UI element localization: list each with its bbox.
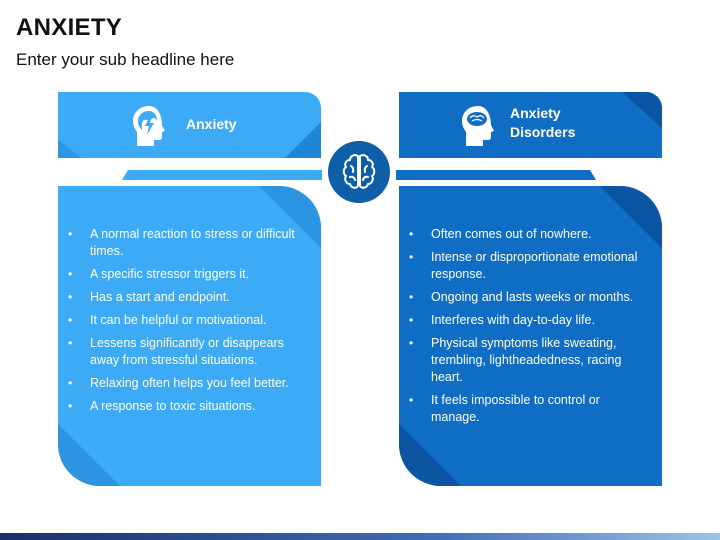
header-line-2: Disorders bbox=[510, 124, 576, 140]
list-item: A specific stressor triggers it. bbox=[68, 266, 308, 283]
list-item: A response to toxic situations. bbox=[68, 398, 308, 415]
card-corner-decoration bbox=[58, 424, 120, 486]
list-item: Intense or disproportionate emotional re… bbox=[409, 249, 649, 283]
brain-badge-inner bbox=[328, 141, 390, 203]
brain-icon bbox=[342, 154, 376, 189]
list-item: Lessens significantly or disappears away… bbox=[68, 335, 308, 369]
anxiety-list: A normal reaction to stress or difficult… bbox=[68, 226, 308, 421]
header-line-1: Anxiety bbox=[510, 105, 561, 121]
brain-badge bbox=[323, 136, 395, 208]
header-corner-decoration bbox=[285, 122, 321, 158]
list-item: It feels impossible to control or manage… bbox=[409, 392, 649, 426]
list-item: Often comes out of nowhere. bbox=[409, 226, 649, 243]
left-connector-bar bbox=[122, 170, 322, 180]
header-corner-decoration bbox=[622, 92, 662, 128]
right-connector-bar bbox=[396, 170, 596, 180]
anxiety-header: Anxiety bbox=[58, 92, 321, 158]
anxiety-card: A normal reaction to stress or difficult… bbox=[58, 186, 321, 486]
anxiety-disorders-header-label: Anxiety Disorders bbox=[510, 104, 575, 142]
card-corner-decoration bbox=[399, 424, 461, 486]
head-lightning-icon bbox=[133, 106, 165, 146]
head-brain-icon bbox=[462, 106, 494, 146]
footer-gradient-bar bbox=[0, 533, 720, 540]
list-item: Interferes with day-to-day life. bbox=[409, 312, 649, 329]
list-item: A normal reaction to stress or difficult… bbox=[68, 226, 308, 260]
list-item: Ongoing and lasts weeks or months. bbox=[409, 289, 649, 306]
list-item: Has a start and endpoint. bbox=[68, 289, 308, 306]
list-item: Relaxing often helps you feel better. bbox=[68, 375, 308, 392]
anxiety-header-label: Anxiety bbox=[186, 116, 237, 132]
anxiety-disorders-list: Often comes out of nowhere. Intense or d… bbox=[409, 226, 649, 432]
slide-title: ANXIETY bbox=[16, 14, 123, 41]
anxiety-disorders-card: Often comes out of nowhere. Intense or d… bbox=[399, 186, 662, 486]
header-corner-decoration bbox=[58, 140, 82, 158]
list-item: Physical symptoms like sweating, trembli… bbox=[409, 335, 649, 386]
anxiety-disorders-header: Anxiety Disorders bbox=[399, 92, 662, 158]
slide-subtitle: Enter your sub headline here bbox=[16, 50, 235, 69]
list-item: It can be helpful or motivational. bbox=[68, 312, 308, 329]
